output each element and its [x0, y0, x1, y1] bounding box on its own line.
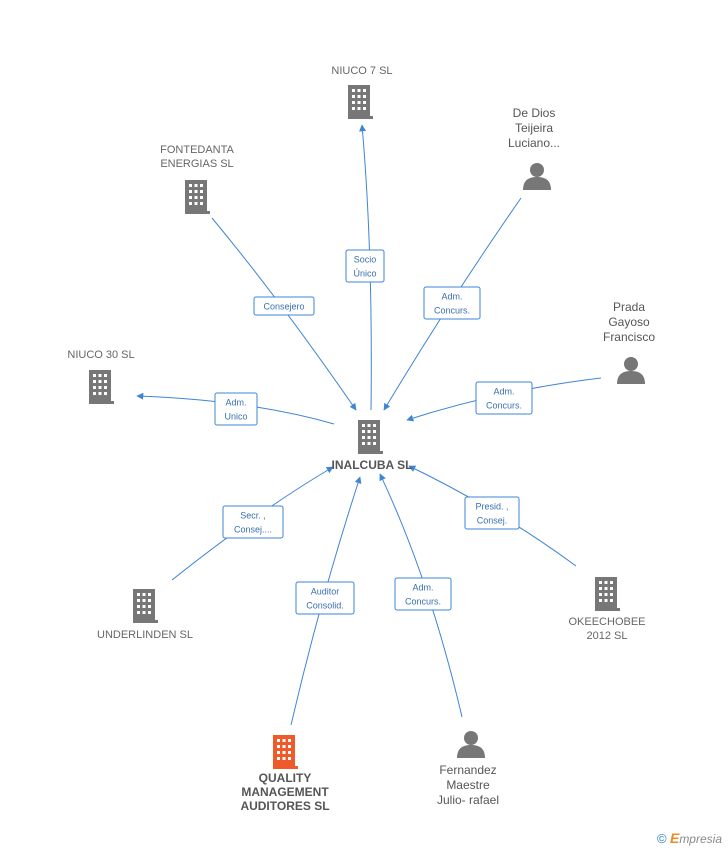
node-label-dedios[interactable]: De Dios	[513, 106, 556, 120]
edge-fernandez: Adm. Concurs.	[379, 473, 463, 718]
edge-niuco30: Adm. Unico	[136, 392, 335, 426]
edge-label-text: Consejero	[263, 302, 304, 312]
copyright-symbol: ©	[657, 831, 667, 846]
edge-label-text: Concurs.	[486, 401, 522, 411]
edge-label-text: Adm.	[412, 583, 433, 593]
edge-label-box[interactable]	[345, 249, 385, 283]
building-icon-niuco30[interactable]	[86, 370, 114, 404]
center-company-icon[interactable]	[355, 420, 383, 454]
edge-label-text: Consej....	[234, 525, 272, 535]
center-company-label[interactable]: INALCUBA SL	[332, 458, 413, 472]
node-label-underlinden[interactable]: UNDERLINDEN SL	[97, 629, 193, 641]
edge-label-text: Auditor	[311, 587, 340, 597]
person-icon-dedios[interactable]	[523, 163, 551, 190]
building-icon-fontedanta[interactable]	[182, 180, 210, 214]
node-label-dedios[interactable]: Luciano...	[508, 136, 560, 150]
edge-label-text: Socio	[354, 255, 377, 265]
node-label-okeechobee[interactable]: 2012 SL	[587, 630, 628, 642]
person-icon-prada[interactable]	[617, 357, 645, 384]
edge-label-box[interactable]	[214, 392, 258, 426]
node-label-dedios[interactable]: Teijeira	[515, 121, 553, 135]
edge-okeechobee: Presid. , Consej.	[408, 465, 577, 567]
edge-label-text: Consej.	[477, 516, 508, 526]
edge-label-box[interactable]	[295, 581, 355, 615]
node-label-quality[interactable]: AUDITORES SL	[240, 799, 329, 813]
building-icon-underlinden[interactable]	[130, 589, 158, 623]
node-label-quality[interactable]: MANAGEMENT	[241, 785, 329, 799]
edge-label-text: Concurs.	[434, 306, 470, 316]
node-label-niuco30[interactable]: NIUCO 30 SL	[67, 349, 134, 361]
node-label-fernandez[interactable]: Julio- rafael	[437, 793, 499, 807]
edge-label-box[interactable]	[423, 286, 481, 320]
edge-label-box[interactable]	[475, 381, 533, 415]
node-label-prada[interactable]: Francisco	[603, 330, 655, 344]
node-label-quality[interactable]: QUALITY	[259, 771, 312, 785]
footer-brand: © Empresia	[657, 830, 722, 846]
edge-label-text: Adm.	[441, 292, 462, 302]
edge-label-box[interactable]	[394, 577, 452, 611]
node-label-okeechobee[interactable]: OKEECHOBEE	[568, 616, 645, 628]
edge-label-text: Consolid.	[306, 601, 344, 611]
edge-label-box[interactable]	[253, 296, 315, 316]
edge-label-text: Presid. ,	[475, 502, 508, 512]
edge-label-text: Único	[353, 269, 376, 279]
node-label-prada[interactable]: Prada	[613, 300, 645, 314]
edge-label-text: Unico	[224, 412, 247, 422]
edge-dedios: Adm. Concurs.	[383, 197, 522, 411]
node-label-niuco7[interactable]: NIUCO 7 SL	[331, 65, 392, 77]
edge-prada: Adm. Concurs.	[406, 377, 602, 422]
building-icon-quality[interactable]	[270, 735, 298, 769]
brand-name: mpresia	[679, 832, 722, 846]
edge-label-text: Adm.	[225, 398, 246, 408]
edge-label-box[interactable]	[464, 496, 520, 530]
node-label-fernandez[interactable]: Fernandez	[439, 763, 496, 777]
edge-label-text: Concurs.	[405, 597, 441, 607]
edge-label-box[interactable]	[222, 505, 284, 539]
node-label-fernandez[interactable]: Maestre	[446, 778, 490, 792]
node-label-fontedanta[interactable]: ENERGIAS SL	[160, 158, 233, 170]
node-label-fontedanta[interactable]: FONTEDANTA	[160, 144, 234, 156]
node-label-prada[interactable]: Gayoso	[608, 315, 650, 329]
brand-initial: E	[669, 830, 680, 846]
person-icon-fernandez[interactable]	[457, 731, 485, 758]
edge-fontedanta: Consejero	[211, 217, 357, 411]
edge-underlinden: Secr. , Consej....	[171, 466, 334, 581]
building-icon-niuco7[interactable]	[345, 85, 373, 119]
edge-label-text: Secr. ,	[240, 511, 266, 521]
edge-label-text: Adm.	[493, 387, 514, 397]
building-icon-okeechobee[interactable]	[592, 577, 620, 611]
